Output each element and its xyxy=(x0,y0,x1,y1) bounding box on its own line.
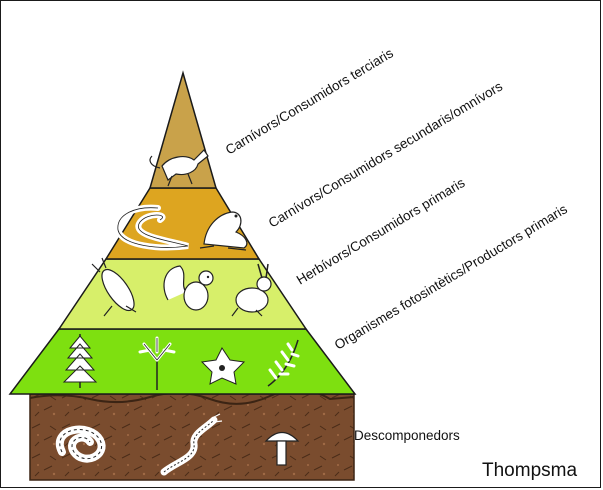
credit-text: Thompsma xyxy=(482,460,577,481)
secondary-consumers-tier xyxy=(106,188,259,259)
tertiary-consumers-tier xyxy=(150,73,216,188)
decomposers-tier xyxy=(30,390,354,480)
level-label-producers: Organismes fotosintètics/Productors prim… xyxy=(332,201,570,352)
decomposers-label: Descomponedors xyxy=(354,428,460,443)
level-label-tertiary: Carnívors/Consumidors terciaris xyxy=(223,45,396,157)
producers-tier xyxy=(10,329,355,394)
primary-consumers-tier xyxy=(59,258,306,329)
